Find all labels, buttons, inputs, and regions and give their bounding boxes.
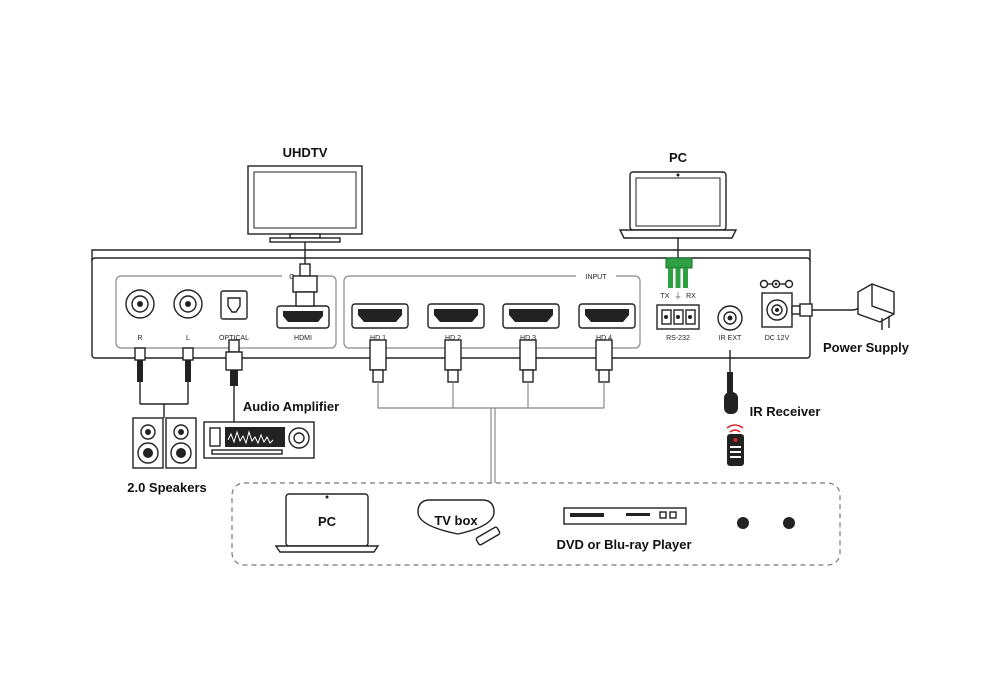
- hd1-label: HD 1: [370, 335, 386, 342]
- more-sources-dot-2: [783, 517, 795, 529]
- power-adapter-icon: [857, 283, 895, 330]
- power-supply-label: Power Supply: [823, 340, 910, 355]
- speaker-right-icon: [165, 417, 197, 469]
- ground-icon: ⏚: [675, 292, 682, 300]
- uhdtv-icon: [247, 165, 363, 243]
- output-group-label: O: [289, 274, 295, 281]
- remote-control-icon: [726, 424, 744, 466]
- optical-cable: [225, 339, 243, 422]
- rca-l-label: L: [186, 335, 190, 342]
- rca-cables: [134, 347, 194, 418]
- more-sources-dot-1: [737, 517, 749, 529]
- power-cable: [791, 303, 861, 317]
- speaker-left-icon: [132, 417, 164, 469]
- audio-amplifier-label: Audio Amplifier: [243, 399, 339, 414]
- hd3-label: HD 3: [520, 335, 536, 342]
- small-remote-icon: [475, 526, 501, 546]
- hdmi-out-label: HDMI: [294, 335, 312, 342]
- rca-l-port[interactable]: [173, 289, 203, 319]
- dvd-player-label: DVD or Blu-ray Player: [556, 537, 691, 552]
- dc12v-label: DC 12V: [765, 335, 790, 342]
- rx-label: RX: [686, 293, 696, 300]
- hdmi-input-cables: [369, 339, 613, 483]
- rs232-port[interactable]: [656, 304, 700, 330]
- ir-receiver-label: IR Receiver: [750, 404, 821, 419]
- hdmi-out-port[interactable]: [276, 305, 330, 329]
- tv-box-label: TV box: [434, 513, 478, 528]
- rca-r-port[interactable]: [125, 289, 155, 319]
- hdmi-in-1-port[interactable]: [351, 303, 409, 329]
- sources-group: [231, 482, 841, 566]
- hdmi-in-4-port[interactable]: [578, 303, 636, 329]
- dvd-player-icon: [563, 507, 687, 525]
- hdmi-out-cable: [292, 242, 318, 307]
- optical-label: OPTICAL: [219, 335, 249, 342]
- laptop-icon: [618, 171, 738, 239]
- ir-receiver-cable: [724, 350, 738, 414]
- rs232-cable: [665, 238, 693, 288]
- tx-label: TX: [661, 293, 670, 300]
- pc-top-label: PC: [669, 150, 688, 165]
- hd2-label: HD 2: [445, 335, 461, 342]
- audio-amplifier-icon: [203, 421, 315, 459]
- rs232-label: RS-232: [666, 335, 690, 342]
- polarity-icon: [759, 279, 794, 289]
- ir-receiver-icon: [724, 392, 738, 414]
- pc-source-icon: [274, 493, 380, 553]
- hd4-label: HD 4: [596, 335, 612, 342]
- rca-r-label: R: [137, 335, 142, 342]
- terminal-block-icon: [665, 257, 693, 269]
- optical-port[interactable]: [220, 290, 248, 320]
- tv-box-icon: [417, 499, 501, 546]
- ir-ext-port[interactable]: [717, 305, 743, 331]
- uhdtv-label: UHDTV: [283, 145, 328, 160]
- ir-ext-label: IR EXT: [719, 335, 742, 342]
- pc-source-label: PC: [318, 514, 337, 529]
- input-group-label: INPUT: [586, 274, 608, 281]
- hdmi-in-2-port[interactable]: [427, 303, 485, 329]
- speakers-label: 2.0 Speakers: [127, 480, 207, 495]
- dc-power-port[interactable]: [761, 292, 793, 328]
- hdmi-in-3-port[interactable]: [502, 303, 560, 329]
